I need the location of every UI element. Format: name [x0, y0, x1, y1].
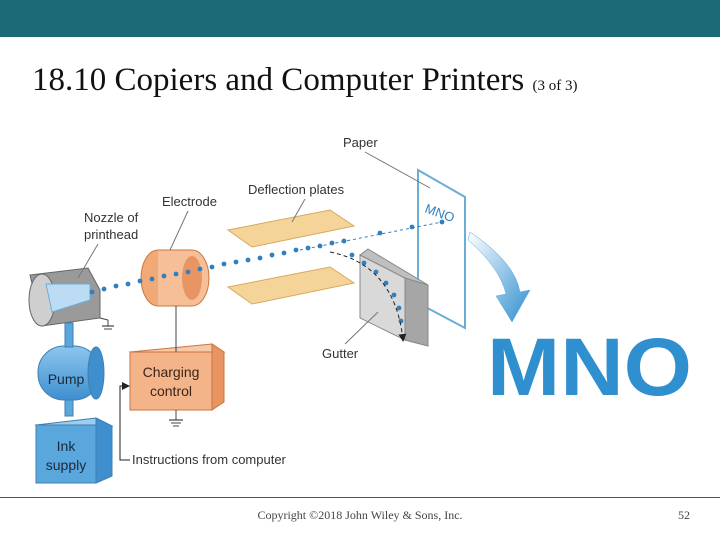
pipe-pump-nozzle: [64, 322, 74, 348]
label-nozzle-line1: Nozzle of: [84, 210, 139, 225]
output-arrow: [467, 231, 531, 323]
deflection-plates: [226, 209, 356, 305]
label-pump: Pump: [48, 371, 85, 387]
printhead-nozzle: [28, 267, 114, 330]
instructions-arrow: [119, 382, 130, 461]
pump: Pump: [37, 345, 105, 401]
slide-title-text: 18.10 Copiers and Computer Printers: [32, 62, 525, 98]
header-bar: [0, 0, 720, 37]
inkjet-printer-diagram: MNO Paper Deflection plates Electrode No…: [28, 135, 692, 484]
droplet-path: [299, 221, 443, 251]
page-number: 52: [678, 508, 690, 522]
ground-symbol: [169, 410, 183, 427]
leader-nozzle: [77, 243, 99, 279]
label-electrode: Electrode: [162, 194, 217, 209]
droplet-stream: [89, 219, 445, 295]
label-ink-line2: supply: [46, 457, 86, 473]
footer-divider: [0, 497, 720, 498]
label-deflection-plates: Deflection plates: [248, 182, 345, 197]
leader-paper: [364, 151, 431, 189]
copyright-text: Copyright ©2018 John Wiley & Sons, Inc.: [257, 508, 463, 522]
leader-electrode: [169, 210, 189, 251]
leader-gutter: [344, 311, 379, 345]
label-charging-line2: control: [150, 383, 192, 399]
slide-title-suffix: (3 of 3): [532, 78, 578, 94]
electrode: [140, 249, 210, 307]
label-gutter: Gutter: [322, 346, 359, 361]
label-nozzle-line2: printhead: [84, 227, 138, 242]
charging-control: Charging control: [128, 343, 226, 411]
slide-title: 18.10 Copiers and Computer Printers (3 o…: [32, 62, 577, 99]
leader-deflection: [291, 198, 306, 223]
output-print-text: MNO: [487, 322, 692, 413]
label-charging-line1: Charging: [143, 364, 200, 380]
label-ink-line1: Ink: [57, 438, 77, 454]
gutter-arrow: [329, 251, 407, 342]
label-paper: Paper: [343, 135, 378, 150]
label-instructions: Instructions from computer: [132, 452, 287, 467]
ink-supply: Ink supply: [34, 417, 114, 484]
pipe-ink-pump: [64, 399, 74, 417]
